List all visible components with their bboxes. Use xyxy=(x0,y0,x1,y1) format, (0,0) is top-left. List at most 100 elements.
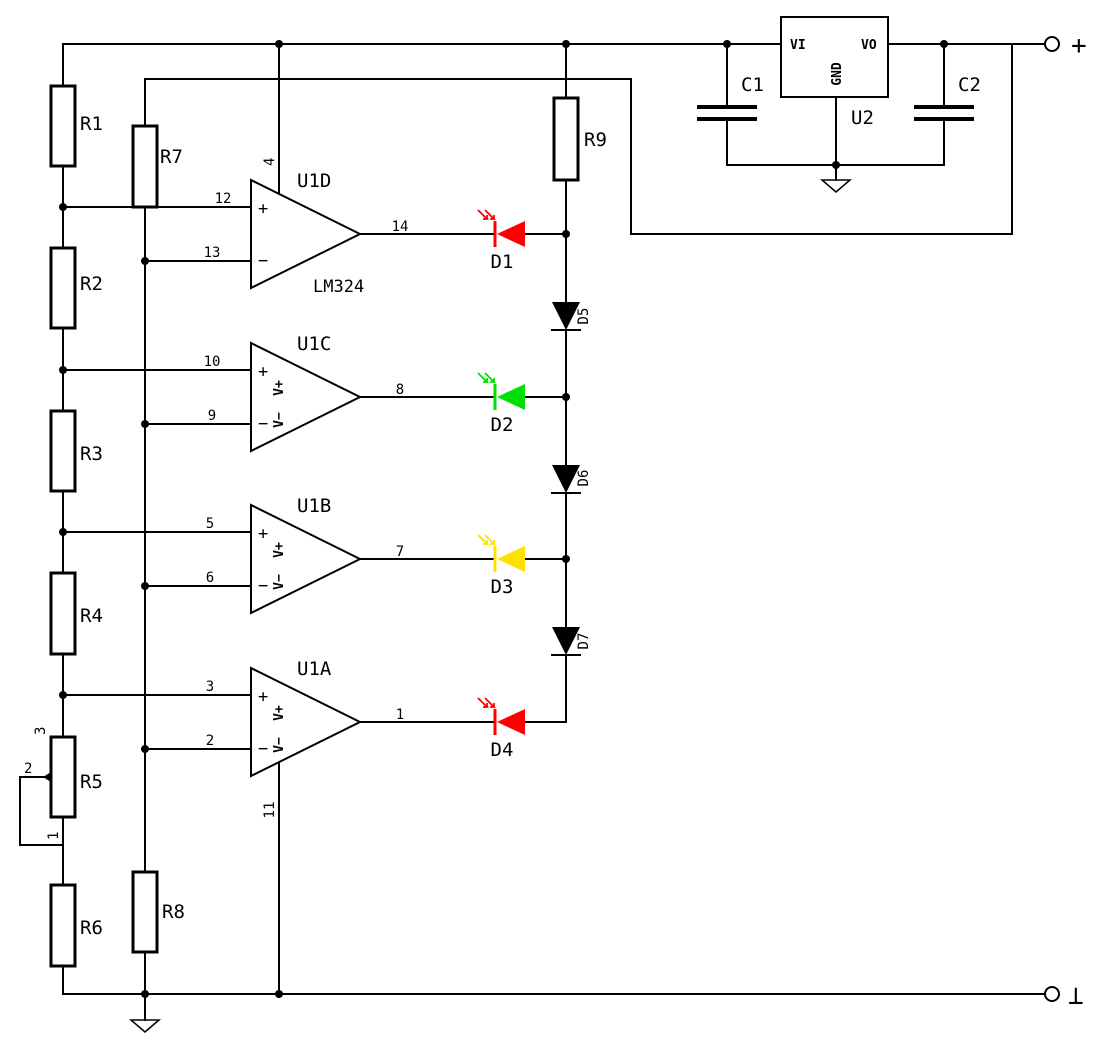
svg-text:+: + xyxy=(258,687,268,707)
svg-text:−: − xyxy=(258,576,268,596)
svg-text:D6: D6 xyxy=(576,470,592,487)
svg-text:R9: R9 xyxy=(584,129,607,151)
diode-d7: D7 xyxy=(551,627,592,656)
svg-text:R4: R4 xyxy=(80,605,103,627)
resistor-r3: R3 xyxy=(49,409,103,493)
svg-text:14: 14 xyxy=(392,219,409,235)
svg-text:V−: V− xyxy=(272,737,287,753)
led-light-arrow xyxy=(477,697,490,708)
svg-text:V−: V− xyxy=(272,412,287,428)
led-light-arrow xyxy=(477,534,490,545)
ground-symbol-regulator xyxy=(819,179,853,193)
svg-text:R6: R6 xyxy=(80,917,103,939)
svg-text:U1B: U1B xyxy=(297,495,331,517)
led-light-arrow xyxy=(477,372,490,383)
opamp-u1d: 12 + − U1D LM324 12 13 14 4 xyxy=(204,158,409,297)
potentiometer-r5: R5 3 2 1 xyxy=(24,727,103,840)
svg-text:12: 12 xyxy=(215,191,232,207)
svg-text:R2: R2 xyxy=(80,273,103,295)
svg-text:8: 8 xyxy=(396,382,404,398)
led-body xyxy=(497,384,525,410)
led-body xyxy=(497,221,525,247)
svg-text:10: 10 xyxy=(204,354,221,370)
svg-text:VO: VO xyxy=(861,38,877,53)
svg-text:V−: V− xyxy=(272,574,287,590)
resistor-r8: R8 xyxy=(131,870,185,954)
led-light-arrow xyxy=(484,372,497,383)
resistor-r2: R2 xyxy=(49,246,103,330)
svg-text:D7: D7 xyxy=(576,633,592,650)
led-body xyxy=(497,546,525,572)
svg-text:LM324: LM324 xyxy=(313,277,364,297)
svg-text:C1: C1 xyxy=(741,74,764,96)
led-light-arrow xyxy=(484,697,497,708)
wires xyxy=(19,43,1046,1021)
svg-text:V+: V+ xyxy=(272,542,287,558)
led-d3: D3 xyxy=(477,534,525,598)
svg-text:U1C: U1C xyxy=(297,333,331,355)
resistor-r1: R1 xyxy=(49,84,103,168)
junction-dots xyxy=(59,40,948,998)
led-light-arrow xyxy=(484,534,497,545)
svg-text:11: 11 xyxy=(262,802,278,819)
resistor-r9: R9 xyxy=(552,96,607,182)
svg-text:5: 5 xyxy=(206,516,214,532)
diode-d6: D6 xyxy=(551,465,592,494)
led-d1: D1 xyxy=(477,209,525,273)
svg-text:2: 2 xyxy=(24,761,32,777)
svg-text:2: 2 xyxy=(206,733,214,749)
svg-text:+: + xyxy=(258,199,268,219)
svg-text:+: + xyxy=(258,524,268,544)
led-label: D4 xyxy=(491,739,514,761)
svg-text:R3: R3 xyxy=(80,443,103,465)
svg-text:R8: R8 xyxy=(162,901,185,923)
svg-text:+: + xyxy=(258,362,268,382)
svg-text:U1D: U1D xyxy=(297,170,331,192)
svg-text:−: − xyxy=(258,414,268,434)
svg-text:⊥: ⊥ xyxy=(1068,981,1084,1011)
svg-text:1: 1 xyxy=(46,832,62,840)
led-d2: D2 xyxy=(477,372,525,436)
terminal-positive: + xyxy=(1044,31,1087,61)
led-light-arrow xyxy=(484,209,497,220)
opamp-u1c: + − V+ V− U1C 10 9 8 xyxy=(204,333,404,453)
opamp-u1b: + − V+ V− U1B 5 6 7 xyxy=(206,495,404,615)
led-label: D2 xyxy=(491,414,514,436)
svg-text:−: − xyxy=(258,739,268,759)
svg-text:13: 13 xyxy=(204,245,221,261)
terminal-ground: ⊥ xyxy=(1044,981,1084,1011)
svg-text:7: 7 xyxy=(396,544,404,560)
svg-text:GND: GND xyxy=(830,62,845,86)
led-label: D1 xyxy=(491,251,514,273)
svg-text:C2: C2 xyxy=(958,74,981,96)
led-light-arrow xyxy=(477,209,490,220)
svg-text:R5: R5 xyxy=(80,771,103,793)
svg-text:9: 9 xyxy=(208,408,216,424)
opamp-u1a: + − V+ V− U1A 3 2 1 11 xyxy=(206,658,404,818)
svg-text:D5: D5 xyxy=(576,308,592,325)
svg-text:4: 4 xyxy=(262,158,278,166)
capacitor-c2: C2 xyxy=(914,74,981,121)
svg-text:V+: V+ xyxy=(272,705,287,721)
svg-text:6: 6 xyxy=(206,570,214,586)
led-label: D3 xyxy=(491,576,514,598)
svg-text:U1A: U1A xyxy=(297,658,332,680)
svg-text:U2: U2 xyxy=(851,107,874,129)
svg-text:+: + xyxy=(1071,31,1087,61)
svg-text:R1: R1 xyxy=(80,113,103,135)
svg-text:R7: R7 xyxy=(160,146,183,168)
regulator-u2: VI VO GND U2 xyxy=(780,16,889,129)
resistor-r6: R6 xyxy=(49,883,103,968)
ground-symbol-main xyxy=(128,1019,162,1033)
svg-text:V+: V+ xyxy=(272,380,287,396)
svg-text:1: 1 xyxy=(396,707,404,723)
led-body xyxy=(497,709,525,735)
resistor-r7: R7 xyxy=(131,124,183,209)
diode-d5: D5 xyxy=(551,302,592,331)
svg-text:VI: VI xyxy=(790,38,806,53)
resistor-r4: R4 xyxy=(49,571,103,656)
svg-text:3: 3 xyxy=(33,727,49,735)
svg-text:−: − xyxy=(258,251,268,271)
